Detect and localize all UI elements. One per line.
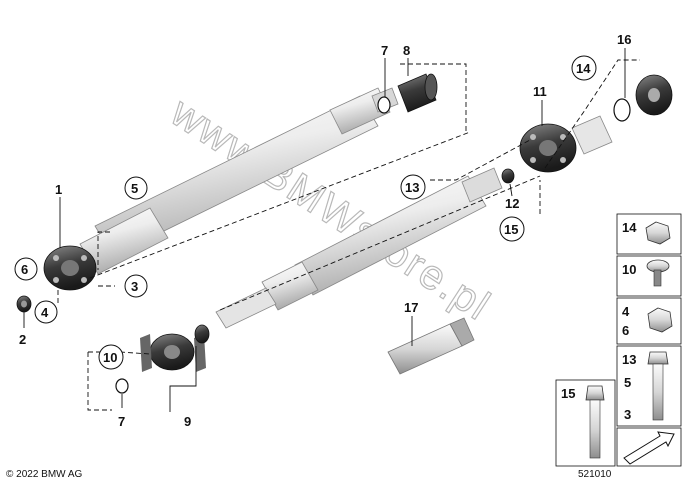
callout-6-circle	[14, 257, 38, 281]
rear-drive-shaft	[215, 167, 503, 329]
legend-label-6: 6	[622, 323, 629, 338]
hex-bolt-icon	[647, 351, 669, 421]
legend-box-4-6	[616, 297, 682, 345]
callout-1: 1	[55, 182, 62, 197]
callout-13: 13	[405, 180, 419, 195]
callout-9: 9	[184, 414, 191, 429]
direction-arrow-icon	[623, 431, 675, 465]
callout-2: 2	[19, 332, 26, 347]
callout-14: 14	[576, 61, 591, 76]
callout-5-circle	[124, 176, 148, 200]
legend-label-4: 4	[622, 304, 630, 319]
legend-box-15	[555, 379, 616, 467]
legend-label-10: 10	[622, 262, 636, 277]
flange-bolt-icon	[646, 259, 670, 287]
legend-label-5: 5	[624, 375, 631, 390]
sealing-ring-upper	[377, 96, 391, 114]
legend-box-14	[616, 213, 682, 255]
rear-flange	[571, 115, 613, 155]
callout-7-upper: 7	[381, 43, 388, 58]
callout-5: 5	[131, 181, 138, 196]
callout-labels: 1 2 3 4 5 6 7 8 7 9 10 11 12 13 14 15 16…	[14, 32, 631, 429]
callout-7-lower: 7	[118, 414, 125, 429]
flex-disc-front	[43, 245, 97, 291]
callout-15: 15	[504, 222, 518, 237]
hex-nut-icon	[647, 307, 673, 333]
protective-boot	[397, 73, 438, 113]
centering-sleeve-rear	[501, 168, 515, 184]
hardware-legend: 14 10 4 6 13 5 3 15	[555, 213, 682, 467]
sealing-ring-rear	[613, 98, 631, 122]
lubricant-tube	[387, 317, 475, 375]
legend-label-15: 15	[561, 386, 575, 401]
callout-3: 3	[131, 279, 138, 294]
callout-17: 17	[404, 300, 418, 315]
legend-box-13-5-3	[616, 345, 682, 427]
output-flange	[635, 74, 673, 116]
callout-10: 10	[103, 350, 117, 365]
flex-disc-rear	[519, 123, 577, 173]
callout-11: 11	[533, 84, 547, 99]
callout-14-circle	[571, 55, 597, 81]
callout-16: 16	[617, 32, 631, 47]
centering-sleeve	[16, 295, 32, 313]
hex-bolt-icon	[585, 385, 605, 459]
sealing-ring-lower	[115, 378, 129, 394]
grooved-ball-bearing	[194, 324, 210, 344]
callout-13-circle	[400, 174, 426, 200]
callout-8: 8	[403, 43, 410, 58]
center-bearing	[140, 333, 206, 372]
callout-10-circle	[98, 344, 124, 370]
leader-lines	[23, 48, 626, 412]
assembly-dashes	[57, 59, 640, 411]
callout-15-circle	[499, 216, 525, 242]
callout-3-circle	[124, 274, 148, 298]
copyright: © 2022 BMW AG	[6, 469, 83, 480]
legend-box-10	[616, 255, 682, 297]
callout-4: 4	[41, 305, 49, 320]
direction-arrow-box	[616, 427, 682, 467]
callout-4-circle	[34, 300, 58, 324]
callout-6: 6	[21, 262, 28, 277]
legend-label-3: 3	[624, 407, 631, 422]
legend-label-14: 14	[622, 220, 637, 235]
callout-12: 12	[505, 196, 519, 211]
diagram-number: 521010	[578, 469, 612, 480]
hex-nut-icon	[645, 221, 671, 245]
legend-label-13: 13	[622, 352, 636, 367]
